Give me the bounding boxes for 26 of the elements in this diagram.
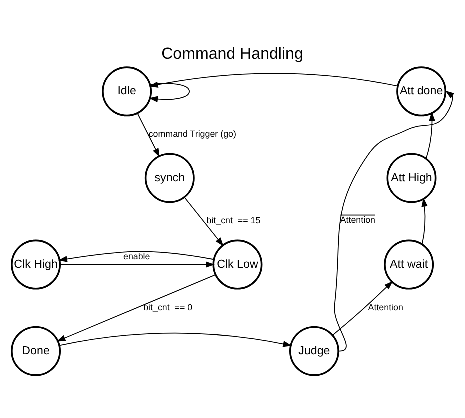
arrow	[149, 73, 398, 88]
node-circle: synch	[144, 153, 195, 204]
arrow	[60, 262, 215, 268]
node-circle: Idle	[102, 66, 152, 117]
node-circle: Clk Low	[212, 240, 263, 290]
diagram-title: Command Handling	[162, 44, 304, 63]
arrow	[184, 197, 224, 247]
arrow	[426, 112, 436, 160]
edge-label: Attention	[368, 302, 404, 312]
edge-label: command Trigger (go)	[148, 129, 236, 140]
arrow	[422, 198, 428, 245]
edge-label: bit_cnt == 15	[206, 216, 261, 226]
arrow	[149, 83, 190, 102]
node-circle: Att High	[386, 153, 437, 204]
edge-label: enable	[124, 251, 150, 262]
node-circle: Judge	[289, 326, 340, 376]
arrow	[59, 332, 292, 348]
arrow	[56, 274, 216, 342]
node-circle: Done	[11, 326, 62, 376]
arrow	[334, 90, 455, 352]
arrow	[332, 281, 394, 336]
edge-label: bit_cnt == 0	[144, 302, 193, 312]
arrow	[58, 251, 214, 262]
node-circle: Clk High	[11, 240, 62, 290]
arrow	[137, 113, 160, 158]
node-circle: Att done	[396, 66, 447, 117]
